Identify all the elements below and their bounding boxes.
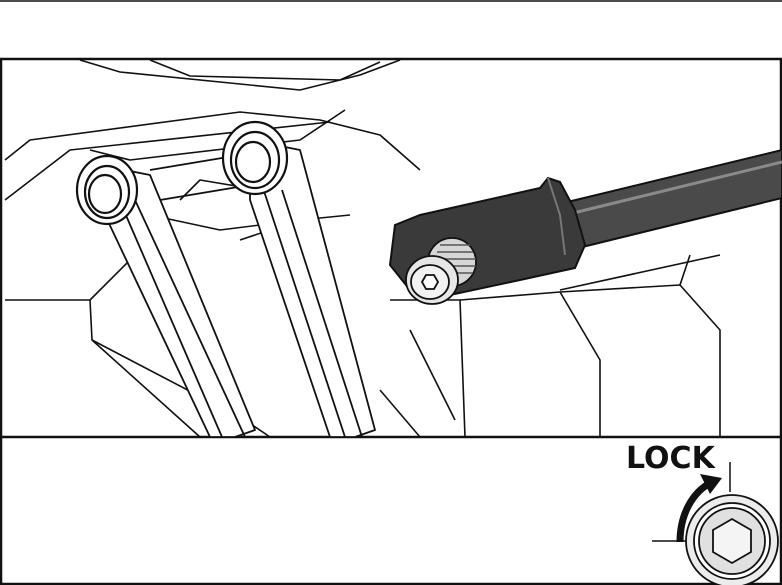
lock-rotation-arrow-icon bbox=[652, 462, 731, 543]
bushing-eye-icon bbox=[75, 154, 139, 226]
hex-socket-bolt-icon bbox=[405, 237, 477, 305]
detail-frame bbox=[0, 57, 782, 585]
hex-socket-bolt-icon bbox=[685, 494, 779, 585]
chassis-structure bbox=[4, 59, 782, 438]
lock-label: LOCK bbox=[626, 441, 715, 476]
bushing-eye-icon bbox=[221, 120, 289, 196]
